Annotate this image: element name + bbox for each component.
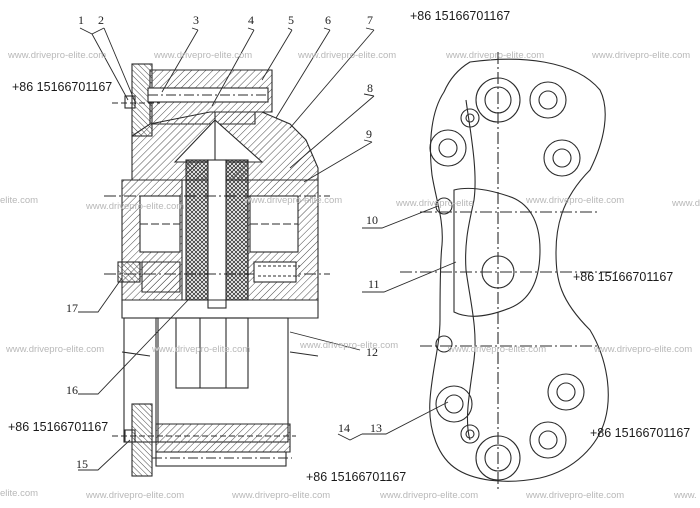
watermark: www.drivepro-elite.com: [300, 340, 399, 351]
phone-number-right-mid: +86 15166701167: [573, 270, 674, 284]
callout-4: 4: [248, 13, 254, 27]
watermark: www.dr: [672, 198, 700, 209]
callout-3: 3: [193, 13, 199, 27]
callout-10: 10: [366, 213, 378, 227]
watermark: www.drivepro-elite.com: [380, 490, 479, 501]
callout-16: 16: [66, 383, 78, 397]
watermark: www.drivepro-elite.com: [8, 50, 107, 61]
caliper-section-view: [104, 63, 330, 477]
leader-lines: [78, 27, 457, 471]
watermark: elite.com: [0, 195, 39, 206]
watermark: www.drivepro-elite.com: [298, 50, 397, 61]
watermark: www.drivepro-elite.com: [448, 344, 547, 355]
callout-6: 6: [325, 13, 331, 27]
watermark: www.drivepro-elite.com: [526, 195, 625, 206]
watermark: www.drivepro-elite: [396, 198, 474, 209]
callout-13: 13: [370, 421, 382, 435]
watermark: www.drivepro-elite.com: [526, 490, 625, 501]
callout-17: 17: [66, 301, 78, 315]
watermark: www.drivepro-elite.com: [154, 50, 253, 61]
callout-8: 8: [367, 81, 373, 95]
caliper-plan-view: [400, 52, 620, 490]
watermark: www.drivepro-elite.com: [6, 344, 105, 355]
watermark: elite.com: [0, 488, 39, 499]
phone-number-left-upper: +86 15166701167: [12, 80, 113, 94]
callout-12: 12: [366, 345, 378, 359]
callout-2: 2: [98, 13, 104, 27]
phone-number-bottom: +86 15166701167: [306, 470, 407, 484]
callout-1: 1: [78, 13, 84, 27]
phone-number-top: +86 15166701167: [410, 9, 511, 23]
watermark: www.: [674, 490, 697, 501]
phone-number-right-lower: +86 15166701167: [590, 426, 691, 440]
watermark: www.drivepro-elite.com: [152, 344, 251, 355]
callout-11: 11: [368, 277, 380, 291]
watermark: www.drivepro-elite.com: [86, 490, 185, 501]
phone-number-left-lower: +86 15166701167: [8, 420, 109, 434]
watermark: www.drivepro-elite.com: [592, 50, 691, 61]
callout-14: 14: [338, 421, 350, 435]
watermark: www.drivepro-elite.com: [594, 344, 693, 355]
watermark: www.drivepro-elite.com: [446, 50, 545, 61]
callout-9: 9: [366, 127, 372, 141]
watermark: www.drivepro-elite.com: [86, 201, 185, 212]
callout-15: 15: [76, 457, 88, 471]
watermark: www.drivepro-elite.com: [244, 195, 343, 206]
watermark: www.drivepro-elite.com: [232, 490, 331, 501]
callout-7: 7: [367, 13, 373, 27]
callout-5: 5: [288, 13, 294, 27]
